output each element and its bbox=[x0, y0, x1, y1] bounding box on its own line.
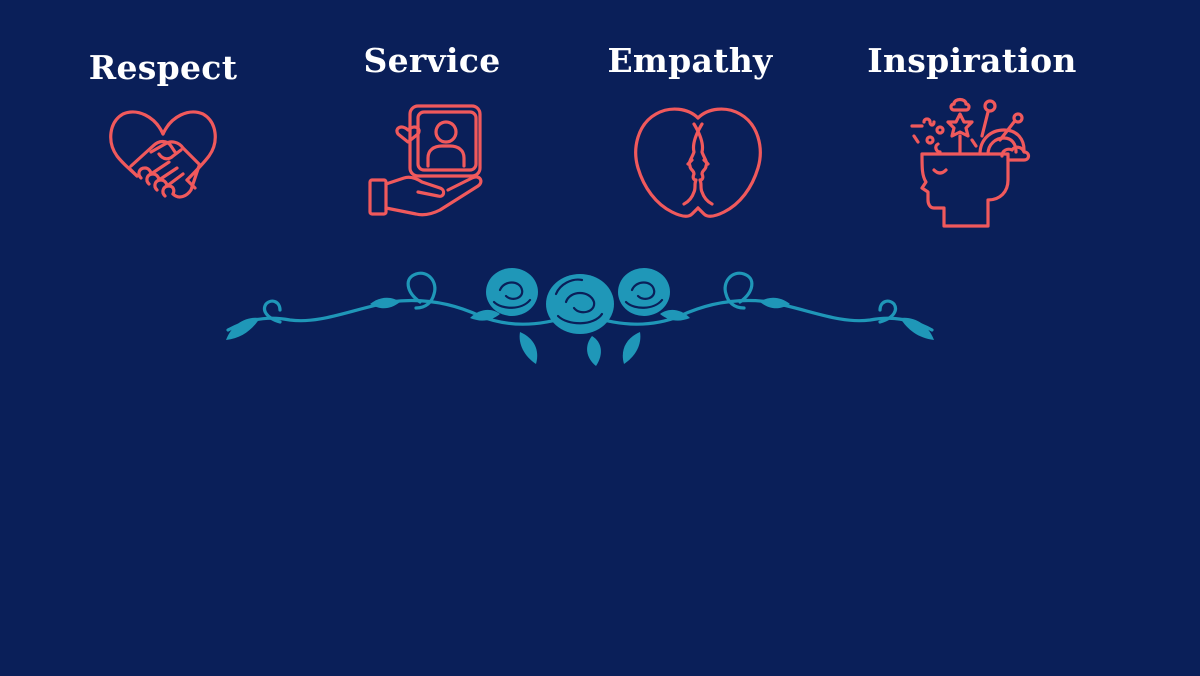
handshake-heart-icon bbox=[109, 110, 217, 199]
creative-mind-icon bbox=[910, 97, 1031, 228]
value-title: Empathy bbox=[607, 41, 773, 80]
value-title: Inspiration bbox=[867, 41, 1077, 80]
rose-vine-divider bbox=[226, 268, 934, 366]
two-faces-icon bbox=[634, 107, 762, 218]
value-title: Service bbox=[363, 41, 501, 80]
value-title: Respect bbox=[88, 48, 238, 87]
caring-hand-icon bbox=[368, 104, 483, 217]
